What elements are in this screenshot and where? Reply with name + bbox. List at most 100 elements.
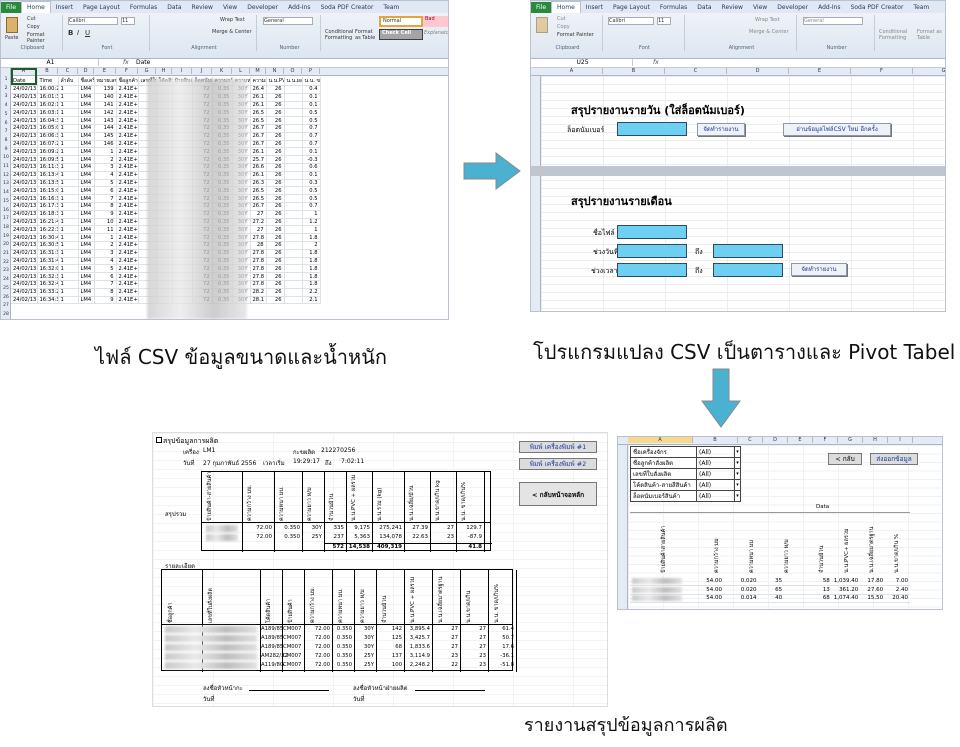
ribbon-tab[interactable]: Team	[913, 4, 930, 11]
ribbon-tab[interactable]: View	[752, 4, 768, 11]
column-header[interactable]: F	[851, 68, 913, 74]
copy-button[interactable]: Copy	[27, 24, 40, 30]
row-number[interactable]: 26	[3, 294, 9, 300]
read-csv-button[interactable]: อ่านข้อมูลไฟล์CSV ใหม่ อีกครั้ง	[783, 123, 891, 136]
name-box[interactable]: U25	[533, 59, 633, 66]
column-header[interactable]: F	[813, 437, 838, 443]
number-format-select[interactable]: General	[263, 17, 313, 25]
column-header[interactable]: F	[116, 68, 138, 74]
back-to-main-button[interactable]: < กลับหน้าจอหลัก	[519, 482, 597, 506]
column-header[interactable]: D	[763, 437, 788, 443]
ribbon-tab[interactable]: Add-Ins	[288, 4, 311, 11]
row-number[interactable]: 9	[4, 146, 8, 152]
ribbon-tab[interactable]: Insert	[585, 4, 603, 11]
ribbon-tab[interactable]: Add-Ins	[818, 4, 841, 11]
paste-icon[interactable]	[6, 17, 18, 33]
cut-button[interactable]: Cut	[557, 16, 566, 22]
paste-icon[interactable]	[536, 17, 548, 33]
print-printer2-button[interactable]: พิมพ์ เครื่องพิมพ์ #2	[519, 458, 597, 470]
column-header[interactable]: J	[192, 68, 212, 74]
bold-button[interactable]: B	[68, 29, 74, 37]
wrap-text-button[interactable]: Wrap Text	[755, 17, 780, 23]
column-header[interactable]: K	[212, 68, 232, 74]
font-name-select[interactable]: Calibri	[68, 17, 118, 25]
row-number[interactable]: 27	[3, 303, 9, 309]
daily-report-button[interactable]: จัดทำรายงาน	[697, 123, 745, 136]
time-from-input[interactable]	[617, 263, 687, 277]
ribbon-tab[interactable]: Home	[551, 1, 581, 13]
ribbon-tab[interactable]: Soda PDF Creator	[320, 4, 374, 11]
column-header[interactable]: E	[94, 68, 116, 74]
dropdown-arrow-icon[interactable]: ▾	[734, 490, 741, 502]
row-number[interactable]: 19	[3, 233, 9, 239]
ribbon-tab[interactable]: Data	[697, 4, 712, 11]
ribbon-tab[interactable]: Data	[167, 4, 182, 11]
format-as-table-button[interactable]: Format as Table	[355, 29, 376, 41]
column-header[interactable]: D	[78, 68, 94, 74]
column-header[interactable]: I	[888, 437, 913, 443]
column-header[interactable]: M	[250, 68, 266, 74]
row-number[interactable]: 21	[3, 251, 9, 256]
style-check-cell[interactable]: Check Cell	[379, 29, 423, 40]
row-number[interactable]: 23	[3, 268, 9, 274]
column-header[interactable]: A	[541, 68, 603, 74]
column-header[interactable]: N	[266, 68, 284, 74]
pivot-filter-value[interactable]: (All)	[696, 490, 735, 502]
column-header[interactable]: B	[37, 68, 58, 74]
column-header[interactable]: G	[838, 437, 863, 443]
file-name-input[interactable]	[617, 225, 687, 239]
merge-center-button[interactable]: Merge & Center	[749, 29, 789, 35]
column-header[interactable]: C	[738, 437, 763, 443]
row-number[interactable]: 22	[3, 259, 9, 265]
row-number[interactable]: 5	[4, 111, 8, 117]
column-header[interactable]: A	[628, 437, 693, 443]
ribbon-tab[interactable]: Developer	[247, 4, 279, 11]
row-number[interactable]: 16	[3, 207, 9, 213]
row-number[interactable]: 20	[3, 242, 9, 248]
pivot-filter-value[interactable]: (All)	[696, 446, 735, 458]
cut-button[interactable]: Cut	[27, 16, 36, 22]
dropdown-arrow-icon[interactable]: ▾	[734, 457, 741, 469]
ribbon-tab[interactable]: Page Layout	[612, 4, 650, 11]
row-number[interactable]: 12	[3, 172, 9, 178]
row-number[interactable]: 3	[4, 94, 8, 100]
conditional-formatting-button[interactable]: Conditional Formatting	[879, 29, 908, 41]
column-header[interactable]: B	[693, 437, 738, 443]
copy-button[interactable]: Copy	[557, 24, 570, 30]
row-number[interactable]: 25	[3, 285, 9, 291]
ribbon-tab[interactable]: Page Layout	[82, 4, 120, 11]
pivot-filter-value[interactable]: (All)	[696, 468, 735, 480]
column-header[interactable]: C	[58, 68, 78, 74]
column-header[interactable]: E	[788, 437, 813, 443]
ribbon-tab[interactable]: Soda PDF Creator	[850, 4, 904, 11]
row-number[interactable]: 15	[3, 198, 9, 204]
column-header[interactable]: P	[302, 68, 320, 74]
paste-button[interactable]: Paste	[5, 35, 19, 41]
column-header[interactable]: L	[232, 68, 250, 74]
row-number[interactable]: 14	[3, 190, 9, 196]
column-header[interactable]: H	[156, 68, 172, 74]
time-to-input[interactable]	[713, 263, 783, 277]
format-painter-button[interactable]: Format Painter	[557, 32, 594, 38]
column-header[interactable]: O	[284, 68, 302, 74]
date-to-input[interactable]	[713, 244, 783, 258]
date-from-input[interactable]	[617, 244, 687, 258]
style-normal[interactable]: Normal	[379, 16, 423, 27]
ribbon-tab[interactable]: Developer	[777, 4, 809, 11]
ribbon-tab[interactable]: View	[222, 4, 238, 11]
pivot-filter-value[interactable]: (All)	[696, 479, 735, 491]
row-number[interactable]: 10	[3, 155, 9, 161]
row-number[interactable]: 6	[4, 120, 8, 126]
row-number[interactable]: 18	[3, 224, 9, 230]
font-size-select[interactable]: 11	[121, 17, 135, 25]
conditional-formatting-button[interactable]: Conditional Formatting	[325, 29, 354, 41]
column-header[interactable]: B	[603, 68, 665, 74]
ribbon-tab[interactable]: Insert	[55, 4, 73, 11]
ribbon-tab[interactable]: Team	[383, 4, 400, 11]
monthly-report-button[interactable]: จัดทำรายงาน	[791, 263, 847, 276]
row-number[interactable]: 1	[4, 77, 8, 82]
pivot-filter-value[interactable]: (All)	[696, 457, 735, 469]
lot-input[interactable]	[617, 122, 687, 136]
format-as-table-button[interactable]: Format as Table	[917, 29, 942, 41]
dropdown-arrow-icon[interactable]: ▾	[734, 446, 741, 458]
